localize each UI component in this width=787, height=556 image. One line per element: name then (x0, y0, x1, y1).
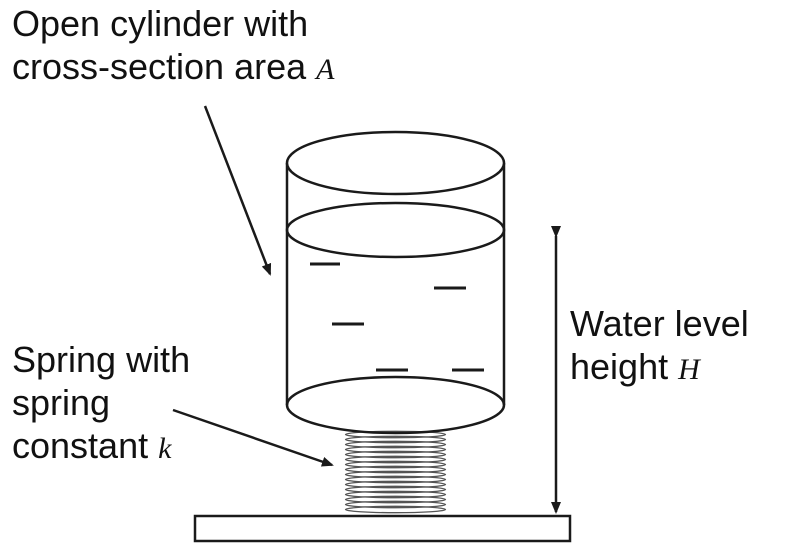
cylinder-area-variable: A (316, 53, 335, 86)
spring-constant-variable: k (158, 432, 172, 465)
spring-label-line1: Spring with (12, 339, 191, 380)
spring-coil (344, 455, 447, 464)
spring-coil (344, 475, 447, 484)
height-label-line1: Water level (570, 303, 749, 344)
cylinder-label-line1: Open cylinder with (12, 3, 309, 44)
spring-coil (344, 440, 447, 449)
spring-coil (344, 505, 447, 514)
spring (344, 430, 447, 514)
spring-coil (344, 450, 447, 459)
spring-label-line2: spring (12, 382, 111, 423)
cylinder-bottom (285, 375, 506, 435)
height-variable: H (678, 353, 700, 386)
spring-coil (344, 500, 447, 509)
water-surface (285, 201, 506, 259)
spring-coil (344, 490, 447, 499)
spring-coil (344, 480, 447, 489)
spring-coil (344, 430, 447, 439)
water-marks (310, 262, 484, 372)
spring-coil (344, 460, 447, 469)
cylinder-top-rim (285, 130, 506, 196)
spring-coil (344, 435, 447, 444)
spring-coil (344, 485, 447, 494)
spring-coil (344, 465, 447, 474)
spring-coil (344, 445, 447, 454)
base-plate (193, 514, 572, 543)
cylinder-pointer-arrow (203, 105, 272, 276)
spring-pointer-arrow (172, 408, 334, 467)
spring-coil (344, 470, 447, 479)
spring-coil (344, 495, 447, 504)
